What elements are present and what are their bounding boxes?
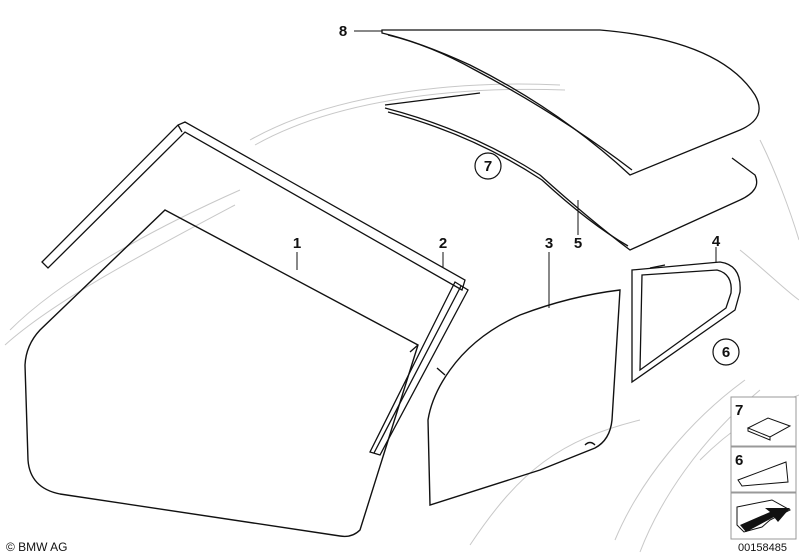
windscreen <box>24 209 446 538</box>
legend-panel: 7 6 <box>730 396 797 540</box>
callout-1: 1 <box>293 235 301 252</box>
adhesive-pad-icon <box>746 417 792 438</box>
windscreen-seal-trim <box>41 121 469 456</box>
door-window-glass <box>427 289 621 506</box>
callout-5: 5 <box>574 235 582 252</box>
rear-side-window <box>631 261 741 384</box>
callout-4: 4 <box>712 233 721 250</box>
diagram-number: 00158485 <box>738 542 787 554</box>
callout-7: 7 <box>484 158 492 175</box>
callout-2: 2 <box>439 235 447 252</box>
callout-leader-lines <box>296 30 717 308</box>
callout-7-circle <box>474 152 502 180</box>
copyright-notice: © BMW AG <box>6 540 68 554</box>
roof-panel <box>384 92 758 251</box>
roof-outer-panel <box>381 29 760 176</box>
callout-6: 6 <box>722 344 730 361</box>
legend-number-6: 6 <box>735 452 743 469</box>
callout-8: 8 <box>339 23 347 40</box>
legend-number-7: 7 <box>735 402 743 419</box>
callout-3: 3 <box>545 235 553 252</box>
callout-6-circle <box>712 338 740 366</box>
wedge-pad-icon <box>737 461 789 487</box>
